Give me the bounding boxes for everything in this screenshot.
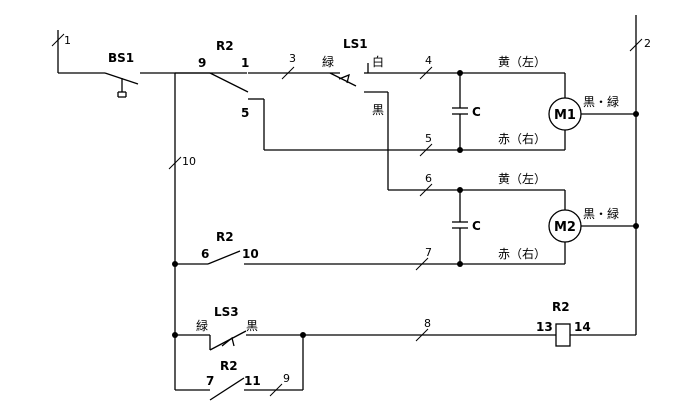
junction-left-264 xyxy=(172,261,178,267)
motor-m1 xyxy=(548,73,636,150)
ls1-white-wire: 白 xyxy=(372,54,384,69)
capacitor-m1-label: C xyxy=(472,105,481,119)
wire-10-tick xyxy=(168,156,182,170)
m2-red-wire: 赤（右） xyxy=(498,246,546,261)
capacitor-m2-label: C xyxy=(472,219,481,233)
wire-number-1: 1 xyxy=(64,34,71,47)
r2-terminal-10: 10 xyxy=(242,247,259,261)
wire-number-5: 5 xyxy=(425,132,432,145)
wire-number-10: 10 xyxy=(182,155,196,168)
ls3-limit-switch xyxy=(175,330,556,351)
wire-3-tick xyxy=(281,66,295,80)
m2-yellow-wire: 黄（左） xyxy=(498,171,546,186)
r2-terminal-6: 6 xyxy=(201,247,209,261)
wire-4-tick xyxy=(419,66,433,80)
junction-left-335 xyxy=(172,332,178,338)
ls1-black-wire: 黒 xyxy=(372,103,384,117)
r2-terminal-13: 13 xyxy=(536,320,553,334)
wire-7-tick xyxy=(415,257,429,271)
r2-terminal-14: 14 xyxy=(574,320,591,334)
r2-coil xyxy=(555,323,636,347)
wire-6-tick xyxy=(419,183,433,197)
motor-m1-label: M1 xyxy=(554,108,576,123)
m1-blackgreen-wire: 黒・緑 xyxy=(583,94,619,109)
wire-8-tick xyxy=(415,328,429,342)
supply-line-1 xyxy=(51,30,105,74)
wire-number-3: 3 xyxy=(289,52,296,65)
junction-m2-return xyxy=(633,223,639,229)
ls1-green-wire: 緑 xyxy=(322,54,334,69)
ls3-green-wire: 緑 xyxy=(196,318,208,333)
wire-number-8: 8 xyxy=(424,317,431,330)
motor-m2 xyxy=(548,190,636,264)
wire-number-6: 6 xyxy=(425,172,432,185)
capacitor-m1 xyxy=(452,73,468,150)
m2-blackgreen-wire: 黒・緑 xyxy=(583,206,619,221)
ls1-limit-switch xyxy=(329,63,389,190)
wire-5-tick xyxy=(419,143,433,157)
r2-top-label: R2 xyxy=(216,39,234,53)
ls3-label: LS3 xyxy=(214,305,239,319)
wire-number-2: 2 xyxy=(644,37,651,50)
r2-mid-contact xyxy=(175,250,565,265)
r2-mid-label: R2 xyxy=(216,230,234,244)
m1-red-wire: 赤（右） xyxy=(498,131,546,146)
wire-number-4: 4 xyxy=(425,54,432,67)
wire-number-7: 7 xyxy=(425,246,432,259)
bs1-pushbutton xyxy=(104,72,247,98)
r2-terminal-7: 7 xyxy=(206,374,214,388)
m1-yellow-wire: 黄（左） xyxy=(498,54,546,69)
capacitor-m2 xyxy=(452,190,468,264)
r2-terminal-9: 9 xyxy=(198,56,206,70)
supply-line-2 xyxy=(629,15,643,335)
r2-bottom-contact xyxy=(175,335,304,401)
r2-bottom-label: R2 xyxy=(220,359,238,373)
junction-m1-return xyxy=(633,111,639,117)
r2-terminal-1: 1 xyxy=(241,56,249,70)
r2-coil-label: R2 xyxy=(552,300,570,314)
wire-number-9: 9 xyxy=(283,372,290,385)
ls3-black-wire: 黒 xyxy=(246,319,258,333)
r2-terminal-5: 5 xyxy=(241,106,249,120)
ls1-label: LS1 xyxy=(343,37,368,51)
wire-9-tick xyxy=(269,383,283,397)
motor-m2-label: M2 xyxy=(554,220,576,235)
r2-top-contact xyxy=(175,72,460,151)
r2-terminal-11: 11 xyxy=(244,374,261,388)
bs1-label: BS1 xyxy=(108,51,134,65)
